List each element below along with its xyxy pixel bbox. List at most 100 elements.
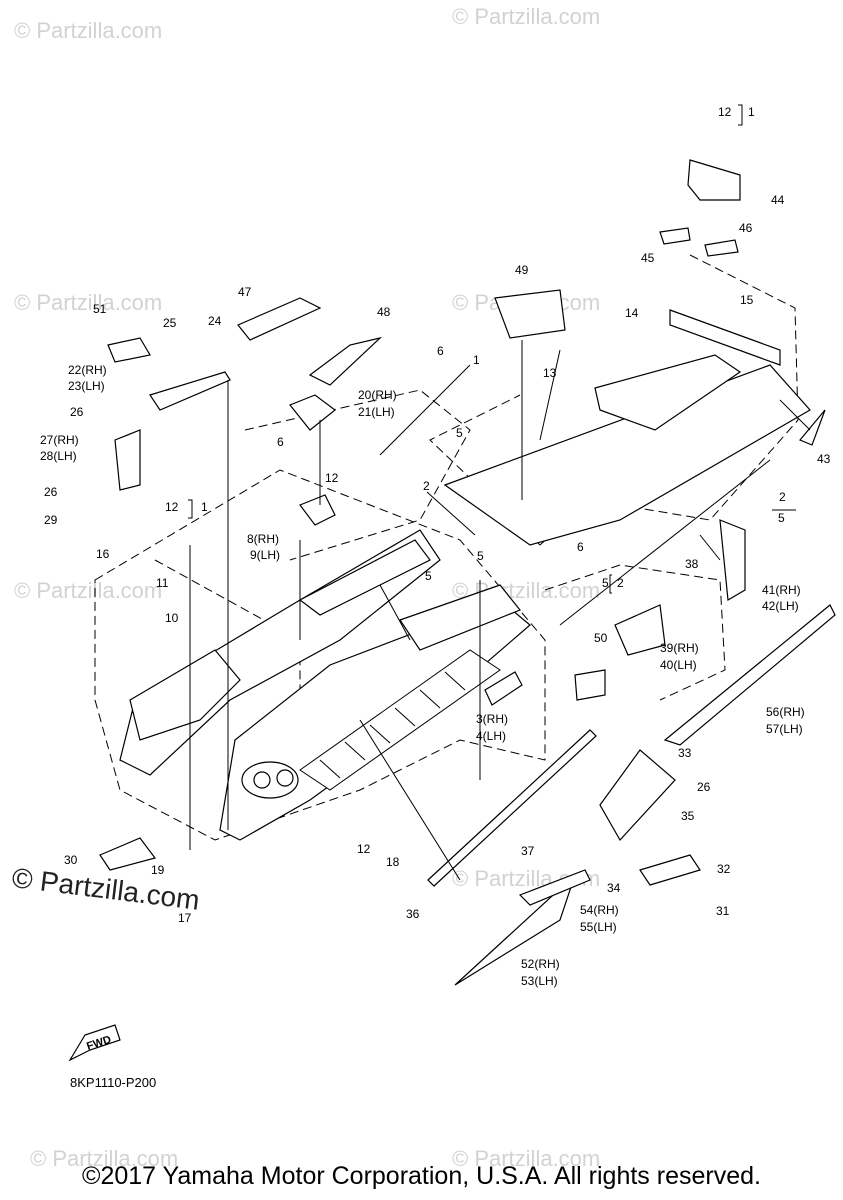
callout-label: 55(LH) [580, 920, 617, 934]
assembly-boundary-4 [544, 564, 726, 701]
callout-label: 26 [44, 485, 58, 499]
callout-label: 26 [697, 780, 711, 794]
upper-brace [298, 539, 431, 616]
part-32-step [639, 854, 701, 886]
watermark: © Partzilla.com [30, 1146, 179, 1171]
callout-label: 50 [594, 631, 608, 645]
callout-label: 23(LH) [68, 379, 105, 393]
leader-lines [189, 340, 811, 881]
callout-label: 26 [70, 405, 84, 419]
callout-label: 49 [515, 263, 529, 277]
watermark: © Partzilla.com [14, 578, 163, 603]
part-50-block [574, 669, 606, 701]
callout-label: 25 [163, 316, 177, 330]
callout-label: 57(LH) [766, 722, 803, 736]
copyright-notice: ©2017 Yamaha Motor Corporation, U.S.A. A… [82, 1162, 761, 1190]
callout-label: 3(RH) [476, 712, 508, 726]
callout-label: 19 [151, 863, 165, 877]
callout-label: 13 [543, 366, 557, 380]
callout-label: 44 [771, 193, 785, 207]
frame-port-hole [276, 769, 294, 787]
callout-label: 2 [779, 490, 786, 504]
callout-label: 12 [357, 842, 371, 856]
callout-label: 5 [778, 511, 785, 525]
rear-brace [669, 309, 781, 366]
part-27-bracket [114, 429, 141, 491]
callout-label: 1 [201, 500, 208, 514]
part-30-step [99, 837, 157, 871]
callout-label: 5 [425, 569, 432, 583]
part-47-pad [237, 297, 322, 341]
frame-port-hole [253, 771, 271, 789]
part-49-pad [494, 289, 566, 339]
part-44-bracket [687, 159, 741, 201]
frame-hatch-band [299, 649, 501, 791]
rod-38 [559, 459, 771, 626]
callout-label: 18 [386, 855, 400, 869]
callout-label: 2 [423, 479, 430, 493]
callout-label: 11 [156, 576, 169, 590]
callout-label: 48 [377, 305, 391, 319]
callout-label: 46 [739, 221, 753, 235]
callout-label: 1 [473, 353, 480, 367]
callout-label: 12 [718, 105, 732, 119]
callout-label: 42(LH) [762, 599, 799, 613]
callout-label: 10 [165, 611, 179, 625]
callout-label: 38 [685, 557, 699, 571]
callout-label: 8(RH) [247, 532, 279, 546]
callout-label: 1 [748, 105, 755, 119]
callout-label: 17 [178, 911, 192, 925]
callout-label: 41(RH) [762, 583, 801, 597]
assembly-boundary-3 [94, 469, 546, 841]
callout-label: 37 [521, 844, 535, 858]
part-22-bracket [149, 371, 231, 411]
callout-labels: 1 2 5 5 5 5 6 6 6 12 12 12 13 14 15 16 1… [40, 105, 831, 988]
part-3-mount [484, 671, 523, 706]
callout-label: 47 [238, 285, 252, 299]
callout-label: 6 [577, 540, 584, 554]
watermark: © Partzilla.com [452, 4, 601, 29]
side-decal-54 [518, 869, 591, 906]
part-41-chain-cover [719, 519, 746, 601]
frame-hatching [319, 671, 466, 779]
callout-label: 4(LH) [476, 729, 506, 743]
part-20-boot [289, 394, 336, 431]
callout-label: 33 [678, 746, 692, 760]
part-48-pad [308, 336, 383, 386]
callout-label: 54(RH) [580, 903, 619, 917]
assembly-boundary-2 [244, 389, 471, 561]
callout-label: 6 [437, 344, 444, 358]
callout-label: 32 [717, 862, 731, 876]
part-46-pad [704, 239, 739, 257]
callout-label: 12 [165, 500, 179, 514]
side-decal-56 [663, 604, 836, 746]
callout-label: 5 [602, 576, 609, 590]
callout-label: 22(RH) [68, 363, 107, 377]
callout-label: 51 [93, 302, 107, 316]
upper-rail [399, 584, 521, 651]
callout-label: 5 [456, 426, 463, 440]
watermark: © Partzilla.com [452, 1146, 601, 1171]
callout-label: 6 [277, 435, 284, 449]
callout-label: 31 [716, 904, 730, 918]
callout-label: 53(LH) [521, 974, 558, 988]
callout-label: 21(LH) [358, 405, 395, 419]
part-39-bracket [614, 604, 666, 656]
rod-37 [427, 729, 597, 887]
callout-label: 56(RH) [766, 705, 805, 719]
part-33-plate [599, 749, 676, 842]
callout-label: 15 [740, 293, 754, 307]
callout-label: 40(LH) [660, 658, 697, 672]
callout-label: 34 [607, 881, 621, 895]
callout-label: 16 [96, 547, 110, 561]
fwd-arrow-icon [68, 1024, 121, 1062]
group-brackets [188, 104, 796, 594]
assembly-boundary-1 [429, 254, 799, 546]
callout-label: 39(RH) [660, 641, 699, 655]
callout-label: 43 [817, 452, 831, 466]
callout-label: 30 [64, 853, 78, 867]
part-45-pad [659, 227, 691, 245]
frame-left-end [129, 649, 241, 741]
callout-label: 20(RH) [358, 388, 397, 402]
reflector [799, 409, 826, 446]
